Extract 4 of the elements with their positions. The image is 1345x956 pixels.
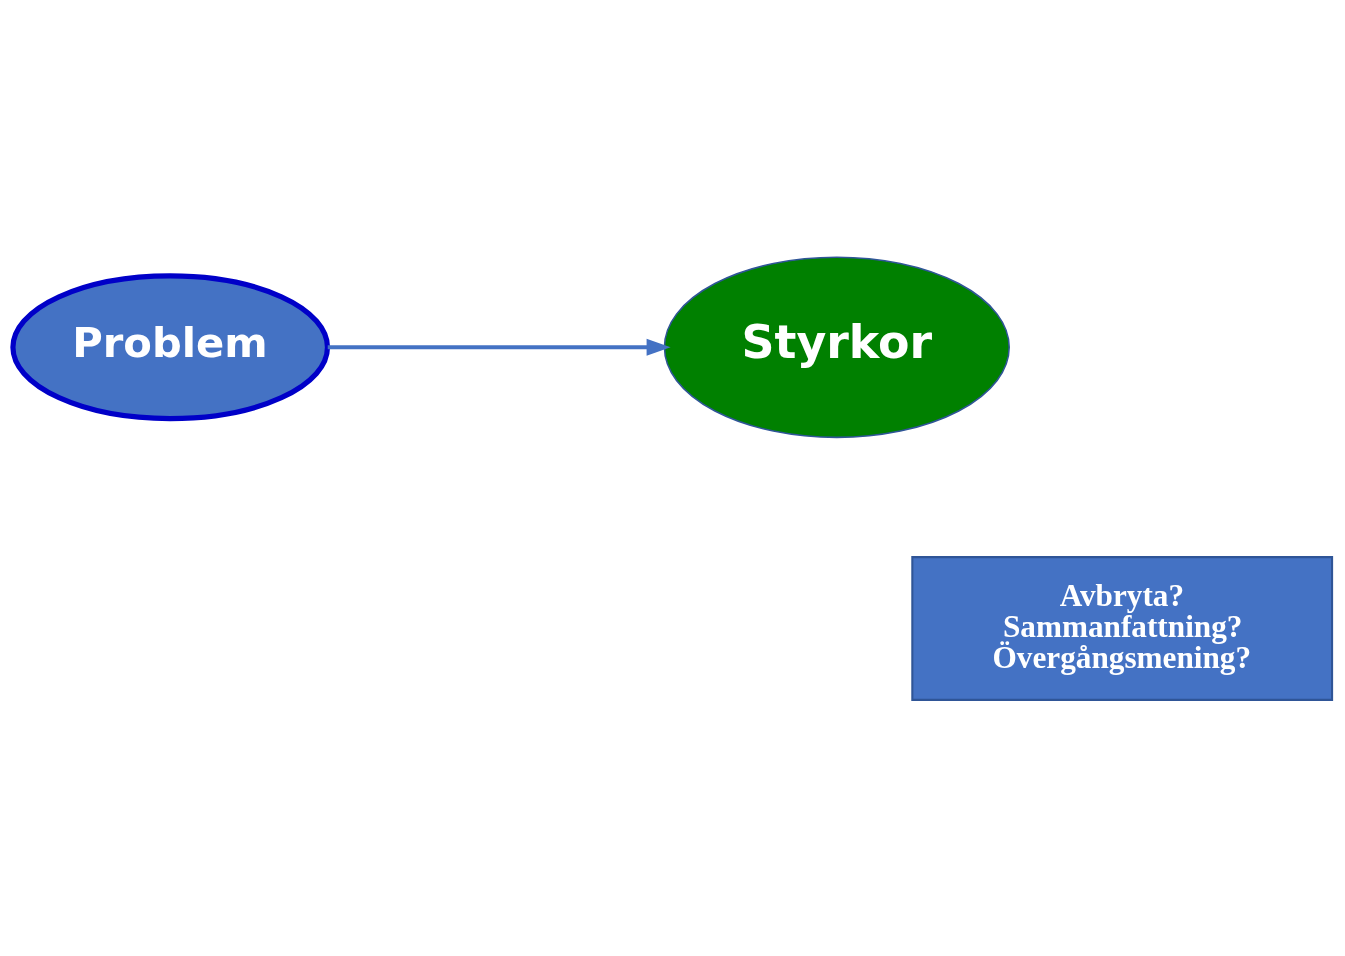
node-ellipse: Styrkor xyxy=(663,255,1010,438)
node-box: Avbryta? Sammanfattning? Övergångsmening? xyxy=(911,555,1334,701)
node-ellipse: Problem xyxy=(10,272,331,421)
arrow xyxy=(327,338,671,356)
